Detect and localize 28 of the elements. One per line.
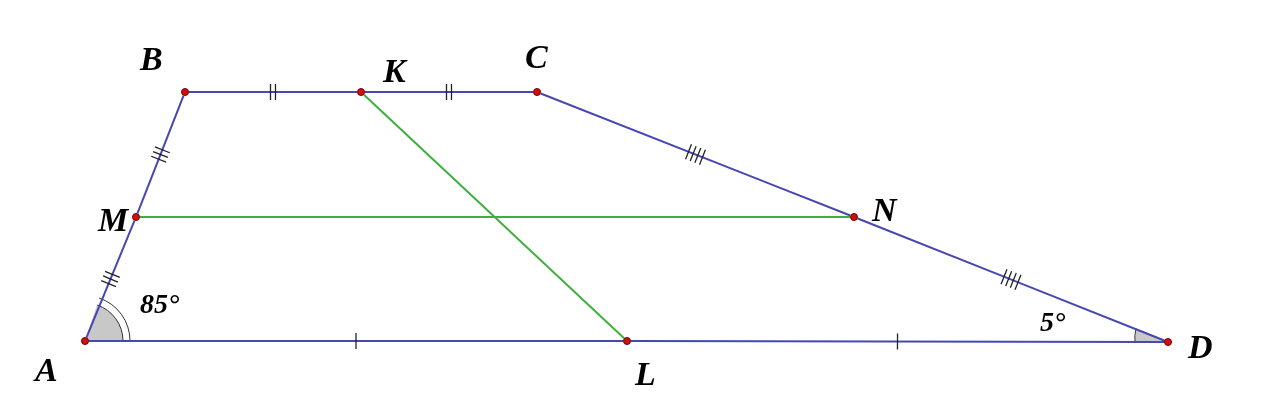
line-segment <box>85 219 136 339</box>
angle-label: 85° <box>140 290 180 318</box>
line-segment <box>364 91 534 93</box>
point-label: C <box>525 40 548 74</box>
point-dot <box>850 213 858 221</box>
point-dot <box>1164 338 1172 346</box>
point-dot <box>623 337 631 345</box>
angle-label: 5° <box>1040 308 1066 336</box>
point-label: D <box>1188 330 1213 364</box>
line-segment <box>88 340 624 342</box>
point-dot <box>81 337 89 345</box>
line-segment <box>188 91 358 93</box>
point-label: M <box>98 203 129 237</box>
point-label: L <box>635 357 656 391</box>
point-label: B <box>140 42 163 76</box>
point-label: A <box>35 353 58 387</box>
point-label: N <box>872 193 897 227</box>
line-segment <box>630 340 1165 343</box>
line-segment <box>856 217 1166 342</box>
line-segment <box>362 93 626 340</box>
point-dot <box>132 213 140 221</box>
point-label: K <box>383 54 406 88</box>
point-dot <box>181 88 189 96</box>
point-dot <box>533 88 541 96</box>
line-segment <box>539 92 852 217</box>
point-dot <box>357 88 365 96</box>
line-segment <box>139 216 851 218</box>
line-segment <box>136 94 185 215</box>
